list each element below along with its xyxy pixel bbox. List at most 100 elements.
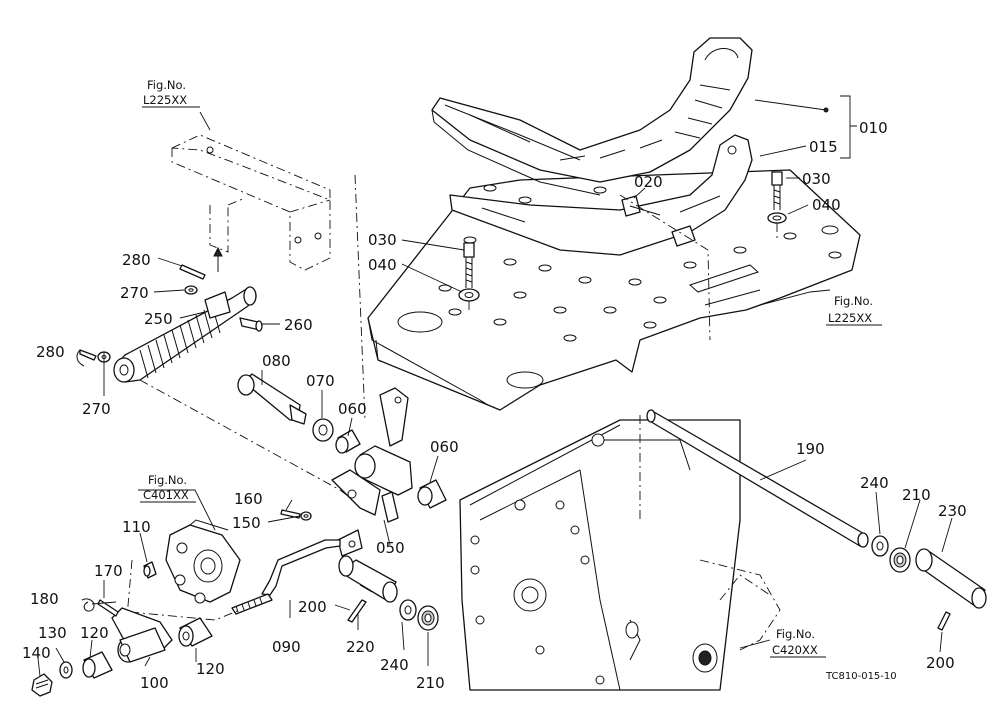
seat-010 <box>431 37 753 196</box>
part-label-250: 250 <box>144 310 173 328</box>
fig-ref-caption: Fig.No. <box>147 78 186 92</box>
bolt-030-left <box>463 242 475 288</box>
part-label-210: 210 <box>902 486 931 504</box>
fig-ref-number: L225XX <box>828 311 872 325</box>
part-label-015: 015 <box>809 138 838 156</box>
lever-arm-100 <box>111 607 173 663</box>
part-label-040: 040 <box>368 256 397 274</box>
part-label-190: 190 <box>796 440 825 458</box>
pin-110 <box>143 561 157 579</box>
ref-bracket-c401xx <box>165 519 241 604</box>
washer-240-left <box>399 599 417 621</box>
pin-200-right <box>937 611 951 631</box>
sleeve-230 <box>915 548 987 609</box>
part-label-150: 150 <box>232 514 261 532</box>
part-label-030: 030 <box>802 170 831 188</box>
assembly-line-c401 <box>124 559 133 641</box>
pin-160 <box>280 509 301 519</box>
sleeve-220 <box>338 555 398 603</box>
pin-280-top <box>179 264 206 280</box>
washer-240-right <box>871 535 889 557</box>
part-label-170: 170 <box>94 562 123 580</box>
fig-ref-number: C420XX <box>772 643 818 657</box>
part-label-100: 100 <box>140 674 169 692</box>
part-label-040: 040 <box>812 196 841 214</box>
part-label-280: 280 <box>122 251 151 269</box>
fig-ref-number: L225XX <box>143 93 187 107</box>
part-label-200: 200 <box>926 654 955 672</box>
spring-rod-250 <box>113 286 257 383</box>
bolt-020 <box>621 195 661 217</box>
bushing-060-left <box>335 429 361 454</box>
fig-ref-caption: Fig.No. <box>776 627 815 641</box>
assembly-line-main <box>139 379 361 506</box>
bearing-210-right <box>889 547 911 573</box>
part-label-260: 260 <box>284 316 313 334</box>
part-label-060: 060 <box>338 400 367 418</box>
part-label-070: 070 <box>306 372 335 390</box>
part-label-010: 010 <box>859 119 888 137</box>
spacer-120-left <box>82 651 113 679</box>
fig-ref-right: Fig.No. L225XX <box>826 294 882 326</box>
part-label-200: 200 <box>298 598 327 616</box>
part-label-270: 270 <box>82 400 111 418</box>
part-label-120: 120 <box>196 660 225 678</box>
clip-180 <box>81 598 95 612</box>
fig-ref-number: C401XX <box>143 488 189 502</box>
link-rod-090 <box>231 529 363 615</box>
part-label-230: 230 <box>938 502 967 520</box>
part-label-020: 020 <box>634 173 663 191</box>
pin-260 <box>239 317 263 332</box>
leader-lines <box>37 95 953 677</box>
part-label-280: 280 <box>36 343 65 361</box>
part-label-180: 180 <box>30 590 59 608</box>
ref-bracket-l225xx <box>171 134 331 272</box>
assembly-line-plate <box>354 174 366 421</box>
pin-200-left <box>347 599 367 623</box>
bolt-030-right <box>771 171 783 210</box>
part-label-210: 210 <box>416 674 445 692</box>
part-label-050: 050 <box>376 539 405 557</box>
fig-ref-caption: Fig.No. <box>148 473 187 487</box>
bracket-015 <box>449 134 753 256</box>
pin-280-left <box>76 349 97 367</box>
washer-130 <box>59 661 73 679</box>
fig-ref-left-mid: Fig.No. C401XX <box>140 473 196 503</box>
part-label-080: 080 <box>262 352 291 370</box>
assembly-line-low <box>129 609 241 621</box>
drawing-code: TC810-015-10 <box>825 671 897 682</box>
pivot-shaft-080 <box>237 373 307 425</box>
washer-150 <box>300 511 312 521</box>
part-label-240: 240 <box>380 656 409 674</box>
bearing-210-left <box>417 605 439 631</box>
part-label-220: 220 <box>346 638 375 656</box>
part-label-240: 240 <box>860 474 889 492</box>
fig-ref-top-left: Fig.No. L225XX <box>142 78 200 108</box>
fig-ref-bottom-right: Fig.No. C420XX <box>770 627 826 658</box>
washer-040-right <box>767 212 787 238</box>
part-label-160: 160 <box>234 490 263 508</box>
assembly-line-right <box>619 194 711 341</box>
part-label-110: 110 <box>122 518 151 536</box>
shaft-190 <box>646 409 869 548</box>
spacer-120-right <box>178 617 213 647</box>
washer-040-left <box>458 288 480 310</box>
part-label-030: 030 <box>368 231 397 249</box>
part-label-120: 120 <box>80 624 109 642</box>
bushing-060-right <box>417 479 447 509</box>
step-plate <box>367 169 861 411</box>
pin-170 <box>97 599 119 617</box>
part-label-060: 060 <box>430 438 459 456</box>
washer-270-top <box>184 285 198 295</box>
part-label-090: 090 <box>272 638 301 656</box>
transmission-case <box>459 415 781 691</box>
part-label-130: 130 <box>38 624 67 642</box>
nut-140 <box>31 673 53 697</box>
lever-050 <box>331 387 413 523</box>
washer-070 <box>312 418 334 442</box>
part-number-labels: 010 015 020 030 040 030 040 280 270 250 … <box>22 119 967 692</box>
part-label-140: 140 <box>22 644 51 662</box>
part-label-270: 270 <box>120 284 149 302</box>
fig-ref-caption: Fig.No. <box>834 294 873 308</box>
